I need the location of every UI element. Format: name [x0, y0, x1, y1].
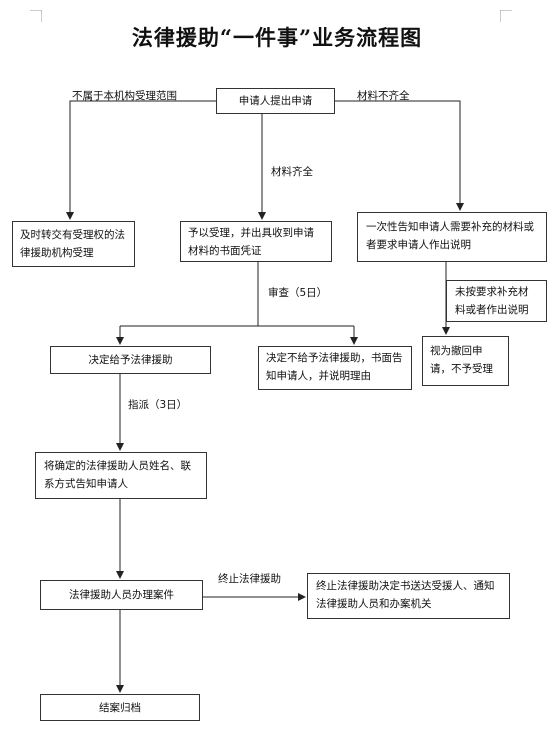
node-transfer: 及时转交有受理权的法律援助机构受理: [12, 221, 135, 267]
node-accept: 予以受理，并出具收到申请材料的书面凭证: [180, 221, 332, 262]
node-withdraw: 视为撤回申请，不予受理: [422, 336, 509, 386]
node-notify-supplement: 一次性告知申请人需要补充的材料或者要求申请人作出说明: [357, 212, 547, 262]
label-terminate: 终止法律援助: [218, 573, 281, 585]
node-close-case: 结案归档: [40, 694, 200, 721]
node-not-supplemented: 未按要求补充材料或者作出说明: [446, 280, 547, 322]
edge-apply-notify: [335, 100, 464, 211]
label-review: 审查（5日）: [268, 287, 328, 299]
node-inform-lawyer: 将确定的法律援助人员姓名、联系方式告知申请人: [35, 452, 207, 499]
page-title: 法律援助“一件事”业务流程图: [131, 25, 423, 50]
label-incomplete: 材料不齐全: [357, 90, 410, 102]
node-apply: 申请人提出申请: [216, 88, 335, 114]
node-terminate-notice: 终止法律援助决定书送达受援人、通知法律援助人员和办案机关: [307, 573, 510, 619]
label-complete: 材料齐全: [271, 166, 313, 178]
label-out-of-scope: 不属于本机构受理范围: [72, 90, 177, 102]
edge-apply-transfer: [66, 100, 216, 220]
node-deny: 决定不给予法律援助，书面告知申请人，并说明理由: [258, 346, 412, 390]
label-assign: 指派（3日）: [128, 399, 188, 411]
node-handle-case: 法律援助人员办理案件: [40, 580, 203, 610]
node-grant: 决定给予法律援助: [50, 346, 211, 374]
